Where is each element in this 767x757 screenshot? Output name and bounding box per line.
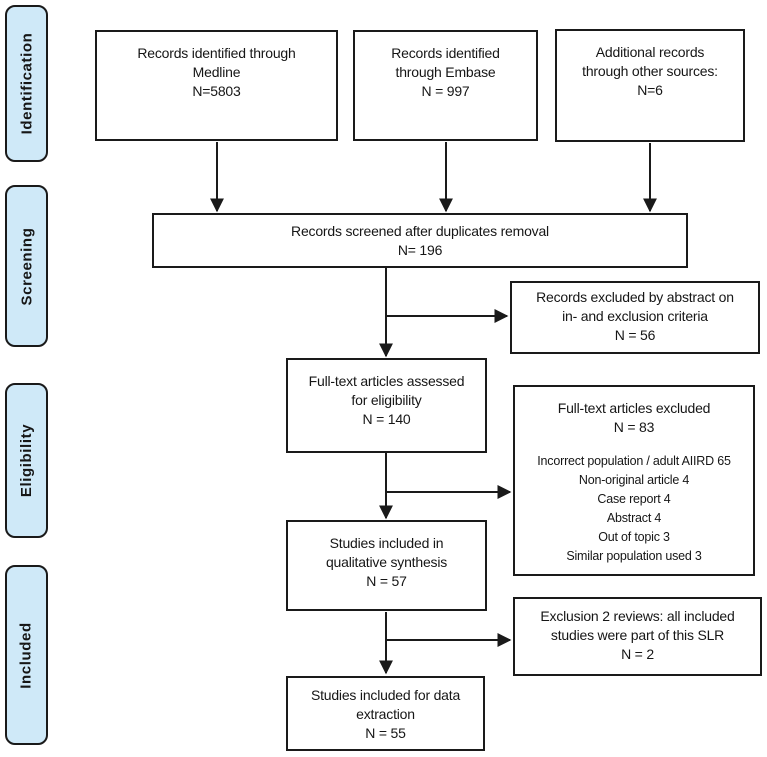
phase-eligibility: Eligibility [5, 383, 48, 538]
box-records-excluded-abstract-text: Records excluded by abstract on in- and … [536, 289, 734, 343]
phase-identification-label: Identification [18, 32, 36, 135]
box-records-medline: Records identified through Medline N=580… [95, 30, 338, 141]
box-qualitative-synthesis-text: Studies included in qualitative synthesi… [325, 535, 448, 589]
box-fulltext-excluded-title: Full-text articles excluded N = 83 [557, 400, 711, 435]
phase-screening: Screening [5, 185, 48, 347]
box-qualitative-synthesis: Studies included in qualitative synthesi… [286, 520, 487, 611]
box-fulltext-excluded: Full-text articles excluded N = 83 Incor… [513, 385, 755, 576]
box-additional-records: Additional records through other sources… [555, 29, 745, 142]
box-fulltext-assessed: Full-text articles assessed for eligibil… [286, 358, 487, 453]
box-fulltext-excluded-reasons: Incorrect population / adult AIIRD 65 No… [537, 454, 731, 563]
box-fulltext-assessed-text: Full-text articles assessed for eligibil… [308, 373, 465, 427]
box-exclusion-reviews-text: Exclusion 2 reviews: all included studie… [540, 608, 735, 662]
phase-eligibility-label: Eligibility [18, 423, 35, 498]
box-exclusion-reviews: Exclusion 2 reviews: all included studie… [513, 597, 762, 676]
box-records-embase-text: Records identified through Embase N = 99… [391, 45, 500, 99]
box-records-medline-text: Records identified through Medline N=580… [137, 45, 296, 99]
box-records-screened: Records screened after duplicates remova… [152, 213, 688, 268]
phase-included: Included [5, 565, 48, 745]
box-records-excluded-abstract: Records excluded by abstract on in- and … [510, 281, 760, 354]
phase-screening-label: Screening [18, 227, 35, 305]
box-additional-records-text: Additional records through other sources… [582, 44, 718, 98]
phase-identification: Identification [5, 5, 48, 162]
box-records-embase: Records identified through Embase N = 99… [353, 30, 538, 141]
box-data-extraction: Studies included for data extraction N =… [286, 676, 485, 751]
phase-included-label: Included [18, 621, 36, 689]
box-records-screened-text: Records screened after duplicates remova… [291, 223, 549, 258]
box-data-extraction-text: Studies included for data extraction N =… [310, 687, 461, 741]
